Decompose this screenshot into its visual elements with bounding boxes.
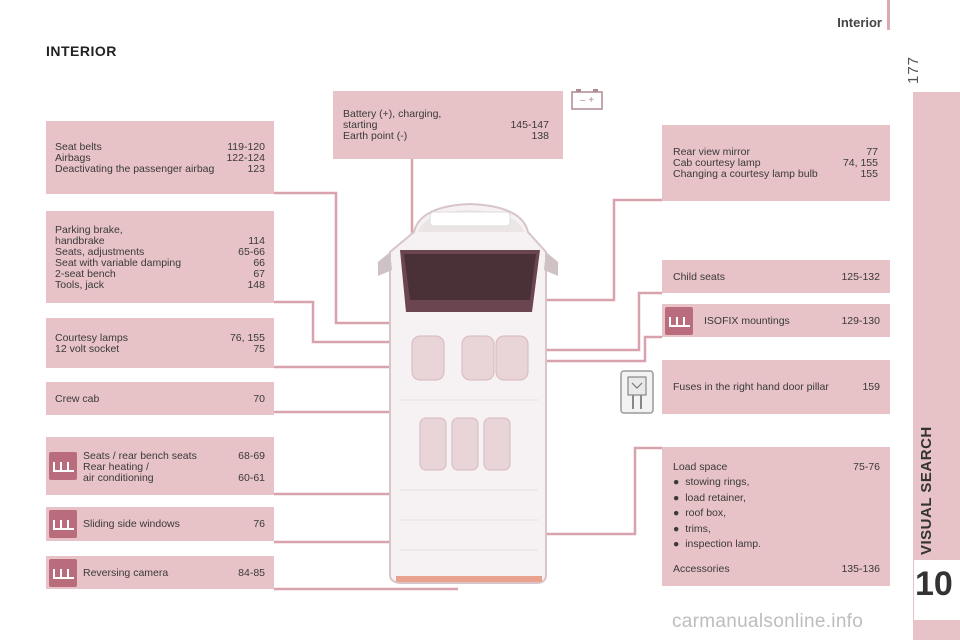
fuse-icon xyxy=(619,369,655,422)
bullet-item: ● stowing rings, xyxy=(673,476,750,488)
seats-icon xyxy=(49,559,77,587)
connector-isofix xyxy=(545,335,662,363)
entry-row: Rear heating / xyxy=(83,461,149,473)
battery-icon: – + xyxy=(571,88,603,115)
header-title: Interior xyxy=(837,15,882,30)
van-illustration xyxy=(378,202,558,584)
seats-icon xyxy=(49,452,77,480)
bullet-item: ● load retainer, xyxy=(673,491,746,504)
chapter-box xyxy=(913,560,960,620)
entry-row: Parking brake, xyxy=(55,224,123,236)
seats-icon xyxy=(49,510,77,538)
header-divider xyxy=(887,0,890,30)
seats-icon xyxy=(665,307,693,335)
bullet-item: ● inspection lamp. xyxy=(673,538,762,551)
bullet-item: ● trims, xyxy=(673,522,711,535)
connector-parking xyxy=(274,300,404,344)
connector-child-seats xyxy=(508,291,662,352)
watermark: carmanualsonline.info xyxy=(672,611,864,632)
bullet-item: ● roof box, xyxy=(673,507,727,520)
side-section-band xyxy=(913,92,960,640)
chapter-number: 10 xyxy=(915,565,953,603)
entry-row: Earth point (-)138 xyxy=(343,130,549,142)
battery-icon-label: – + xyxy=(580,95,594,106)
page-heading: INTERIOR xyxy=(46,43,117,59)
entry-row: Battery (+), charging, xyxy=(343,108,442,120)
